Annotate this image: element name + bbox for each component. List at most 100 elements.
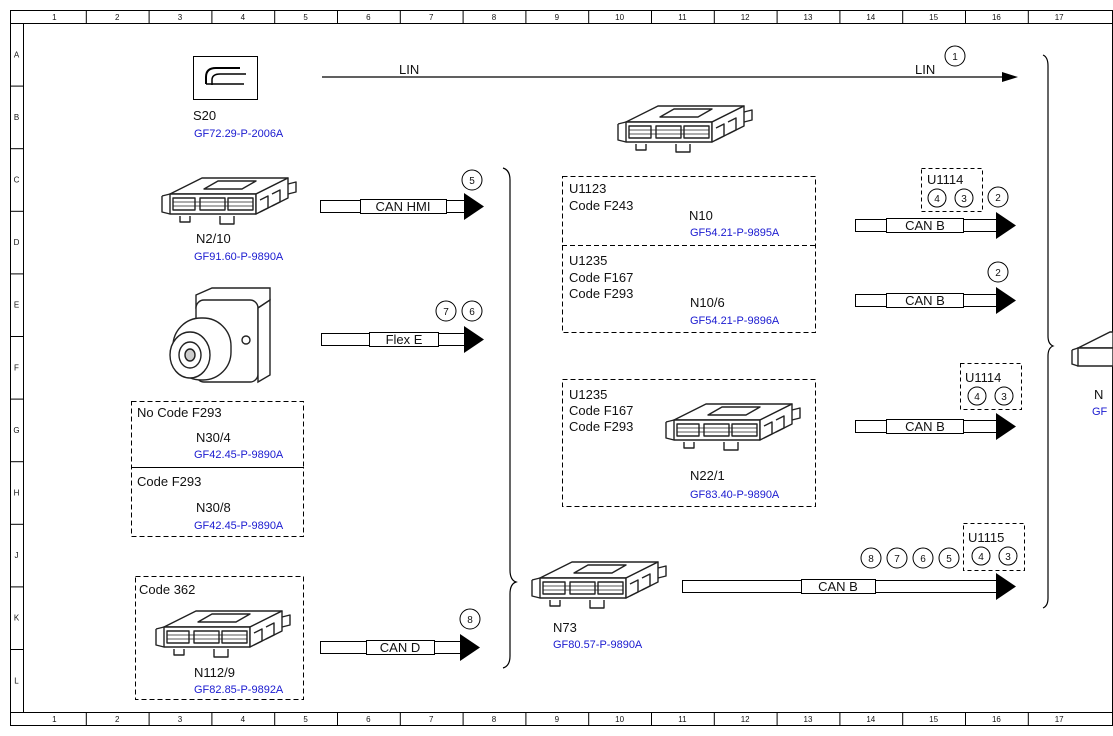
n10-6-code2: Code F293 [569, 286, 633, 301]
row-label: G [13, 426, 19, 435]
column-label: 5 [303, 715, 308, 724]
n2-10-ref: GF91.60-P-9890A [194, 251, 284, 263]
n30-8-code: Code F293 [137, 474, 201, 489]
column-label: 4 [241, 715, 246, 724]
lin-label-right: LIN [915, 62, 935, 77]
n73-ref: GF80.57-P-9890A [553, 639, 643, 651]
n112-9-name: N112/9 [194, 665, 235, 680]
can-b-n10-unit-marker-2: 3 [961, 194, 967, 205]
column-label: 17 [1055, 715, 1064, 724]
column-label: 7 [429, 13, 434, 22]
right-ecu-icon-partial [1071, 331, 1113, 367]
lin-bus: LIN LIN 1 [322, 45, 1018, 82]
can-b-n10-label: CAN B [905, 218, 945, 233]
n30-8-name: N30/8 [196, 500, 231, 515]
right-component-name: N [1094, 387, 1103, 402]
n22-1-box [562, 379, 816, 507]
n73-ecu-icon [531, 561, 667, 609]
flex-e-marker-2: 6 [469, 307, 475, 318]
s20-switch-icon [193, 56, 258, 100]
flex-e-label: Flex E [386, 332, 423, 347]
column-label: 11 [678, 13, 687, 22]
column-label: 4 [241, 13, 246, 22]
n30-pump-icon [169, 287, 271, 384]
n10-unit: U1123 [569, 181, 606, 196]
row-label: C [14, 176, 20, 185]
row-label: D [14, 238, 20, 247]
column-label: 16 [992, 13, 1001, 22]
n112-9-box [135, 576, 304, 700]
column-label: 1 [52, 715, 57, 724]
column-label: 11 [678, 715, 687, 724]
n10-ecu-icon [617, 105, 753, 153]
right-brace [1042, 54, 1055, 609]
can-hmi-marker-1: 5 [469, 176, 475, 187]
row-label: J [15, 551, 19, 560]
n2-10-name: N2/10 [196, 231, 231, 246]
can-b-n10-unit: U1114 [927, 172, 963, 187]
n22-1-unit: U1235 [569, 387, 607, 402]
column-label: 8 [492, 13, 497, 22]
s20-name: S20 [193, 108, 216, 123]
can-b-n73-unit: U1115 [968, 530, 1004, 545]
column-label: 9 [555, 13, 560, 22]
column-label: 13 [804, 715, 813, 724]
can-b-n73-unit-marker-2: 3 [1005, 552, 1011, 563]
bus-flex-e: Flex E 7 6 [321, 300, 484, 353]
column-label: 16 [992, 715, 1001, 724]
can-b-n22-1-unit: U1114 [965, 370, 1001, 385]
row-label: K [14, 614, 20, 623]
column-label: 12 [741, 715, 750, 724]
n30-4-code: No Code F293 [137, 405, 222, 420]
n10-box [562, 176, 816, 333]
row-label: L [14, 676, 19, 685]
column-label: 6 [366, 715, 371, 724]
column-label: 10 [615, 13, 624, 22]
column-label: 13 [804, 13, 813, 22]
n22-1-code2: Code F293 [569, 419, 633, 434]
bus-can-b-n10-6: CAN B 2 [855, 261, 1016, 314]
column-label: 6 [366, 13, 371, 22]
can-b-n22-1-label: CAN B [905, 419, 945, 434]
can-b-n73-marker-1: 8 [868, 554, 874, 565]
lin-label-left: LIN [399, 62, 419, 77]
column-label: 7 [429, 715, 434, 724]
column-label: 14 [866, 715, 875, 724]
n22-1-ecu-icon [665, 403, 801, 451]
n10-name: N10 [689, 208, 713, 223]
row-label: B [14, 113, 19, 122]
lin-marker: 1 [952, 52, 958, 63]
column-label: 3 [178, 715, 183, 724]
n73-name: N73 [553, 620, 577, 635]
column-label: 17 [1055, 13, 1064, 22]
column-label: 1 [52, 13, 57, 22]
n112-9-ref: GF82.85-P-9892A [194, 684, 284, 696]
column-label: 10 [615, 715, 624, 724]
n10-6-unit: U1235 [569, 253, 607, 268]
n10-ref: GF54.21-P-9895A [690, 227, 780, 239]
n22-1-name: N22/1 [690, 468, 725, 483]
n10-6-code1: Code F167 [569, 270, 633, 285]
right-component-ref: GF [1092, 406, 1108, 418]
column-label: 2 [115, 13, 120, 22]
column-label: 15 [929, 715, 938, 724]
can-d-marker-1: 8 [467, 615, 473, 626]
bus-can-b-n22-1: CAN B U1114 4 3 [855, 363, 1022, 440]
n10-6-name: N10/6 [690, 295, 725, 310]
n10-code: Code F243 [569, 198, 633, 213]
bus-can-b-n10: CAN B U1114 4 3 2 [855, 168, 1016, 239]
row-label: A [14, 50, 20, 59]
column-label: 12 [741, 13, 750, 22]
can-b-n73-marker-3: 6 [920, 554, 926, 565]
center-brace [502, 167, 518, 669]
column-label: 15 [929, 13, 938, 22]
can-b-n22-1-unit-marker-2: 3 [1001, 392, 1007, 403]
n22-1-code1: Code F167 [569, 403, 633, 418]
can-b-n73-marker-4: 5 [946, 554, 952, 565]
column-label: 5 [303, 13, 308, 22]
can-b-n73-label: CAN B [818, 579, 858, 594]
can-hmi-label: CAN HMI [376, 199, 431, 214]
row-label: F [14, 363, 19, 372]
